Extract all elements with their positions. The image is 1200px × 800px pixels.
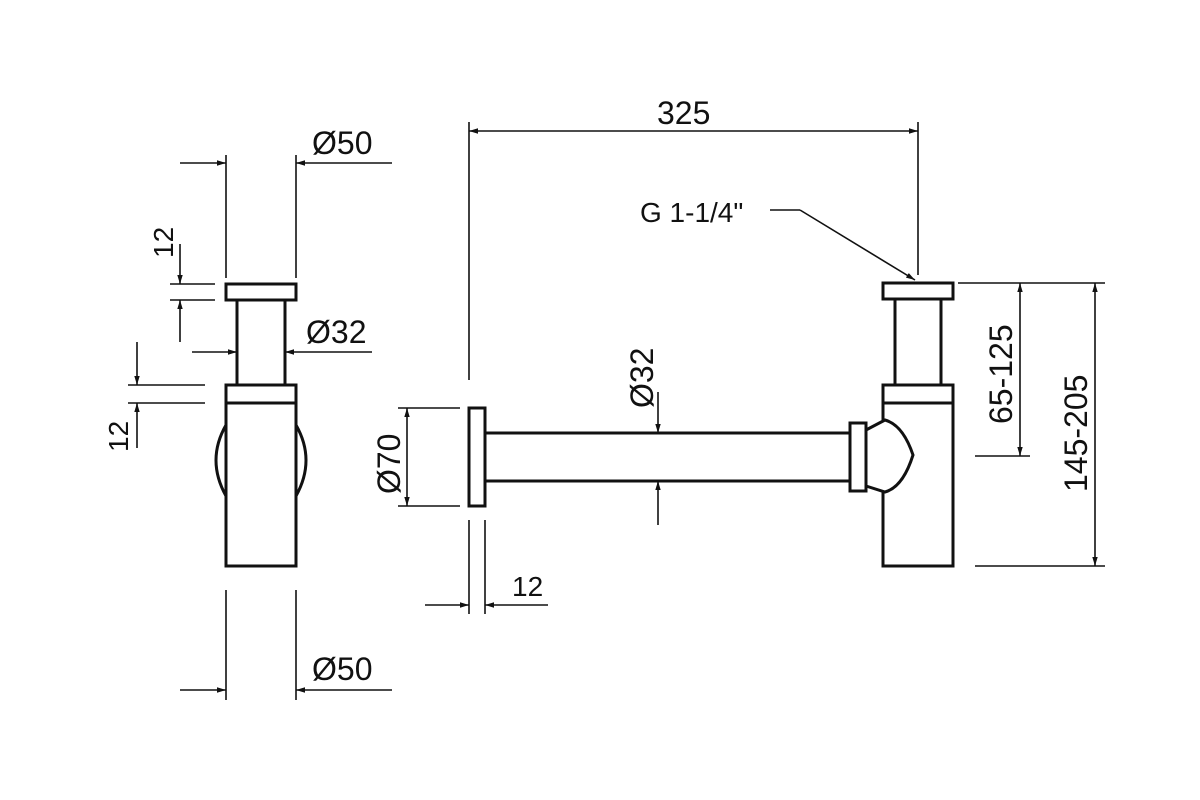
total-height-label: 145-205	[1058, 375, 1094, 492]
side-ring	[224, 383, 298, 405]
dim-inlet-height: 65-125	[958, 282, 1030, 457]
side-bottom-diameter-label: Ø50	[312, 651, 372, 687]
dim-side-cap-height: 12	[148, 227, 215, 342]
side-outlet-bulge-right	[294, 424, 308, 497]
inlet-height-label: 65-125	[983, 324, 1019, 424]
front-top-cap	[881, 281, 955, 301]
side-view-body	[214, 282, 308, 568]
outlet-cone	[865, 418, 915, 494]
side-pipe-diameter-label: Ø32	[306, 314, 366, 350]
side-top-diameter-label: Ø50	[312, 125, 372, 161]
front-bottle	[881, 403, 955, 568]
front-view-body	[467, 281, 955, 568]
dim-side-top-diameter: Ø50	[180, 125, 392, 278]
thread-callout: G 1-1/4"	[640, 197, 916, 281]
side-outlet-bulge-left	[214, 424, 228, 497]
thread-label: G 1-1/4"	[640, 197, 743, 228]
front-pipe-diameter-label: Ø32	[624, 348, 660, 408]
side-top-cap	[224, 282, 298, 302]
front-view: 325 G 1-1/4" Ø32 Ø70 12	[371, 95, 1105, 614]
flange-diameter-label: Ø70	[371, 434, 407, 494]
side-bottle	[224, 401, 298, 568]
flange-thickness-label: 12	[512, 571, 543, 602]
side-cap-height-label: 12	[148, 227, 179, 258]
dim-flange-diameter: Ø70	[371, 407, 460, 507]
dim-flange-thickness: 12	[425, 520, 548, 614]
pipe-nut	[848, 421, 868, 493]
dim-side-pipe-diameter: Ø32	[192, 314, 372, 355]
dim-side-bottom-diameter: Ø50	[180, 590, 392, 700]
side-view: Ø50 12 Ø32 12 Ø50	[103, 125, 392, 700]
dim-front-pipe-diameter: Ø32	[624, 348, 661, 525]
dim-overall-length: 325	[468, 95, 919, 380]
side-ring-height-label: 12	[103, 421, 134, 452]
front-ring	[881, 383, 955, 405]
dim-side-ring-height: 12	[103, 342, 205, 452]
overall-length-label: 325	[657, 95, 710, 131]
dim-total-height: 145-205	[975, 282, 1105, 567]
wall-flange	[467, 406, 487, 508]
